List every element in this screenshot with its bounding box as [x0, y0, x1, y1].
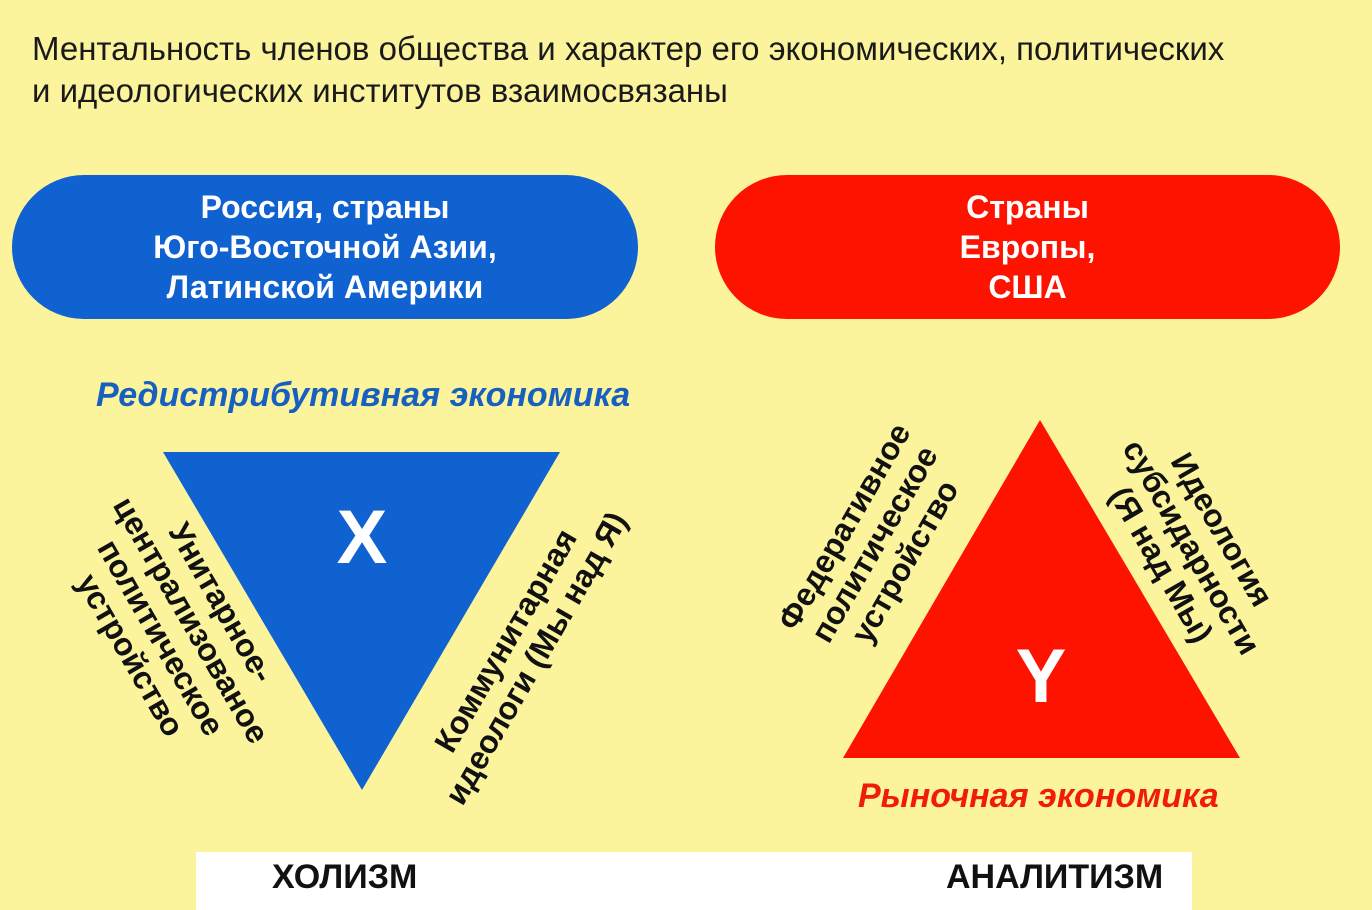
- analytism-label: АНАЛИТИЗМ: [946, 858, 1164, 896]
- triangle-x-letter: X: [337, 495, 388, 580]
- pill-right-line: Страны: [966, 189, 1089, 225]
- holism-label: ХОЛИЗМ: [272, 858, 418, 896]
- pill-left-line: Юго-Восточной Азии,: [153, 229, 497, 265]
- pill-russia-asia-latam: Россия, страны Юго-Восточной Азии, Латин…: [12, 175, 638, 319]
- bottom-bar: [196, 852, 1192, 910]
- pill-right-line: Европы,: [959, 229, 1096, 265]
- pill-left-line: Латинской Америки: [166, 269, 484, 305]
- triangle-x: [163, 452, 560, 790]
- market-economy-label: Рыночная экономика: [858, 777, 1219, 815]
- redistributive-economy-label: Редистрибутивная экономика: [96, 376, 631, 414]
- title-line-1: Ментальность членов общества и характер …: [32, 30, 1225, 67]
- pill-europe-usa: Страны Европы, США: [715, 175, 1340, 319]
- triangle-y-letter: Y: [1016, 634, 1067, 719]
- triangle-y: [843, 420, 1240, 758]
- pill-left-line: Россия, страны: [200, 189, 450, 225]
- pill-right-line: США: [988, 269, 1067, 305]
- title-line-2: и идеологических институтов взаимосвязан…: [32, 72, 728, 109]
- page-title: Ментальность членов общества и характер …: [32, 28, 1352, 112]
